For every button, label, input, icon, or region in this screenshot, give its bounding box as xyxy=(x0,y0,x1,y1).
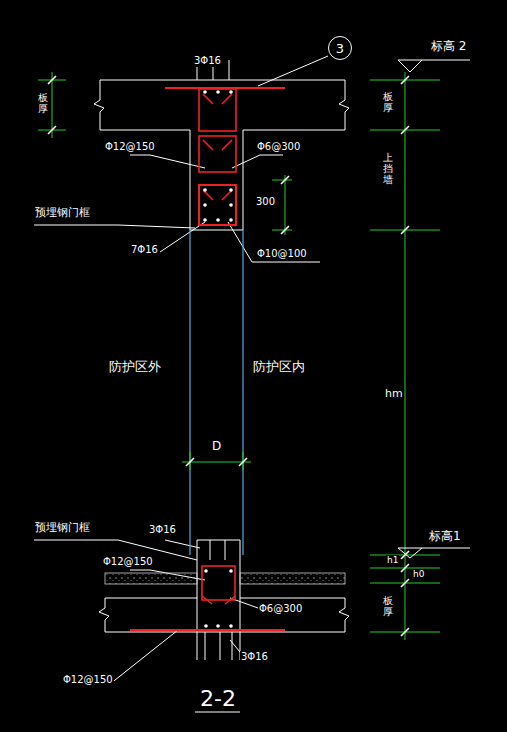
rebar-note: 3Φ16 xyxy=(240,651,269,663)
part-name: 预埋钢门框 xyxy=(34,207,91,220)
rebar-note: 7Φ16 xyxy=(130,244,159,256)
callout-number: 3 xyxy=(336,41,344,56)
dimension-text: 300 xyxy=(255,196,276,208)
rebar-note: Φ12@150 xyxy=(104,141,156,153)
dimension-text: 板厚 xyxy=(382,91,394,113)
rebar-note: Φ6@300 xyxy=(256,141,301,153)
callout-circle: 3 xyxy=(328,36,352,60)
rebar-note: Φ12@150 xyxy=(102,556,154,568)
rebar-note: Φ12@150 xyxy=(62,674,114,686)
rebar-note: 3Φ16 xyxy=(193,55,222,67)
elevation-mark: 标高1 xyxy=(428,530,462,544)
part-name: 预埋钢门框 xyxy=(34,522,91,535)
rebar-note: 3Φ16 xyxy=(148,524,177,536)
dimension-text: h1 xyxy=(386,555,399,565)
dimension-text: D xyxy=(211,440,222,454)
dimension-text: 上挡墙 xyxy=(382,152,394,185)
rebar-note: Φ10@100 xyxy=(256,248,308,260)
elevation-mark: 标高 2 xyxy=(430,40,467,54)
zone-label: 防护区内 xyxy=(252,360,306,375)
section-caption: 2-2 xyxy=(199,686,237,711)
dimension-text: 板厚 xyxy=(37,92,49,114)
rebar-note: Φ6@300 xyxy=(258,603,303,615)
dimension-text: h0 xyxy=(412,569,425,579)
zone-label: 防护区外 xyxy=(108,360,162,375)
dimension-text: hm xyxy=(384,388,404,401)
dimension-text: 板厚 xyxy=(382,595,394,617)
